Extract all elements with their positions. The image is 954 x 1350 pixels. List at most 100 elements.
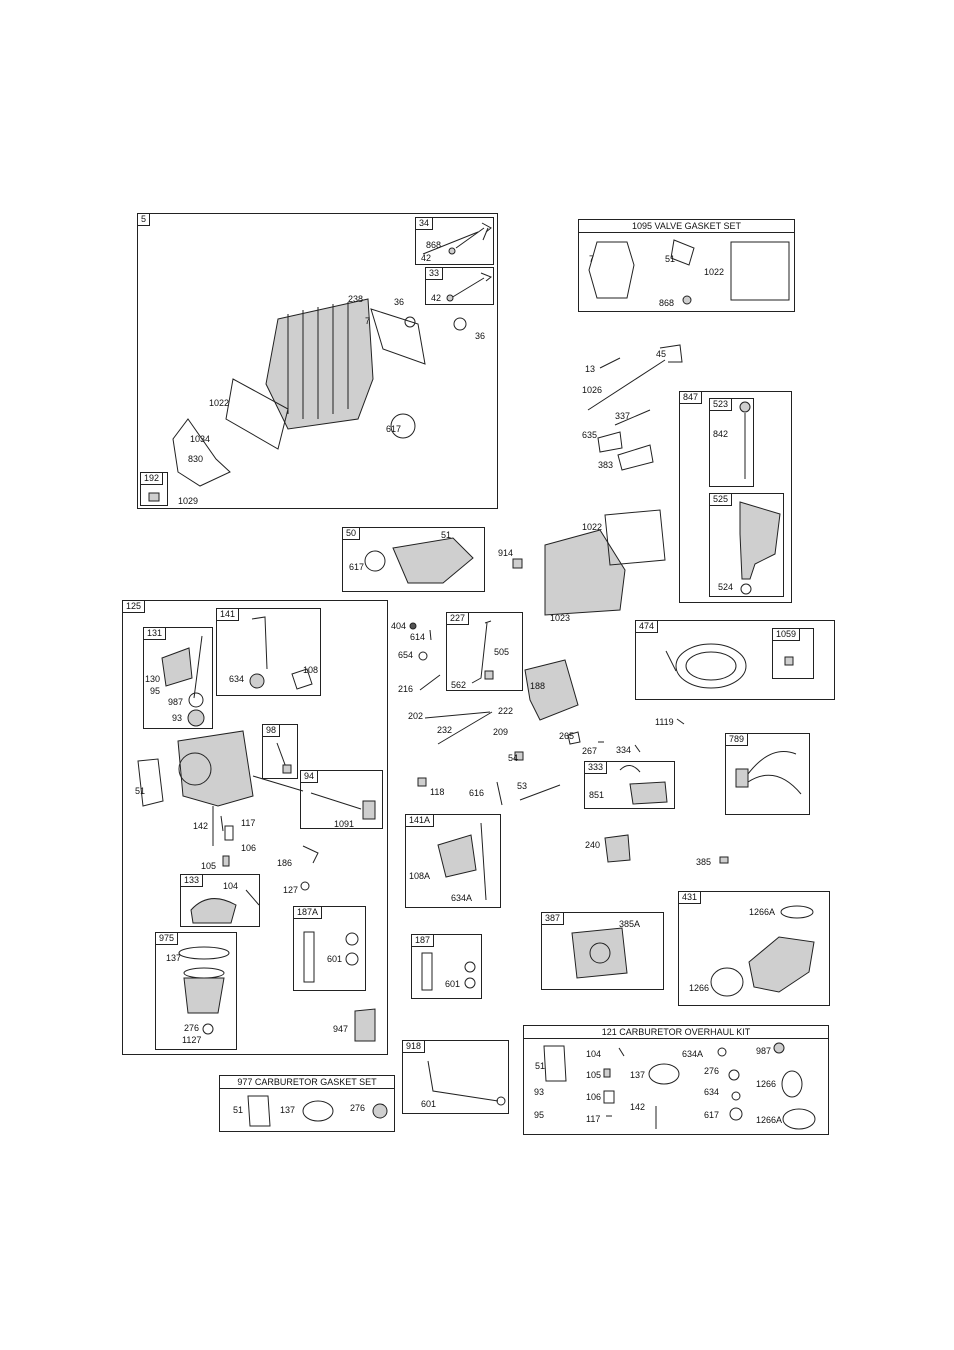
harness-drawing: [735, 751, 802, 795]
idle-screw-drawing: [276, 742, 292, 774]
part-label: 524: [718, 582, 734, 592]
part-label: 276: [350, 1103, 366, 1113]
box-131: 131 130 95 987 93: [143, 627, 213, 729]
part-label: 617: [349, 562, 365, 572]
gasket-set-drawing: [588, 239, 790, 305]
part-label: 601: [327, 954, 343, 964]
part-label: 562: [451, 680, 467, 690]
box-tag: 525: [710, 494, 733, 506]
box-94: 94 1091: [300, 770, 383, 829]
part-label: 987: [756, 1046, 772, 1056]
box-tag: 5: [138, 214, 151, 226]
box-tag: 192: [141, 473, 164, 485]
part-label: 36: [394, 297, 405, 307]
governor-lever-drawing: [471, 620, 494, 684]
part-label: 276: [184, 1023, 200, 1033]
part-label: 7: [589, 254, 595, 264]
air-elbow-drawing: [710, 905, 815, 997]
part-label: 1026: [582, 385, 603, 395]
box-tag: 125: [123, 601, 146, 613]
box-tag: 187: [412, 935, 435, 947]
fuel-line-drawing: [303, 931, 359, 983]
part-label: 1127: [182, 1035, 202, 1045]
part-label: 654: [398, 650, 414, 660]
box-5-cylinder-head: 5 238 36 7 36 1022 1034 830 617 1029: [137, 213, 498, 509]
box-918-fuel-line: 918 601: [402, 1040, 509, 1114]
part-label: 947: [333, 1024, 349, 1034]
part-label: 106: [241, 843, 257, 853]
part-label: 51: [135, 786, 146, 796]
box-tag: 847: [680, 392, 703, 404]
float-drawing: [190, 889, 260, 924]
cylinder-head-drawing: [172, 227, 489, 487]
box-121-carburetor-overhaul-kit: 121 CARBURETOR OVERHAUL KIT 51 104 634A …: [523, 1025, 829, 1135]
gasket-set-drawing: [247, 1095, 388, 1127]
throttle-plate-drawing: [437, 822, 487, 901]
part-label: 383: [598, 460, 614, 470]
part-label: 232: [437, 725, 453, 735]
box-977-carburetor-gasket-set: 977 CARBURETOR GASKET SET 51 137 276: [219, 1075, 395, 1132]
part-label: 1266: [689, 983, 710, 993]
dipstick-tube-drawing: [739, 501, 781, 595]
part-label: 404: [391, 621, 407, 631]
part-label: 95: [150, 686, 161, 696]
box-tag: 918: [403, 1041, 426, 1053]
part-label: 202: [408, 711, 424, 721]
part-label: 104: [586, 1049, 602, 1059]
box-title: 121 CARBURETOR OVERHAUL KIT: [524, 1026, 828, 1039]
part-label: 385A: [619, 919, 641, 929]
box-847-dipstick: 847: [679, 391, 792, 603]
part-label: 1266: [756, 1079, 777, 1089]
part-label: 842: [713, 429, 729, 439]
box-333-module: 333 851: [584, 761, 675, 809]
dipstick-drawing: [739, 401, 751, 479]
box-227: 227 505 562: [446, 612, 523, 691]
part-label: 987: [168, 697, 184, 707]
part-label: 42: [421, 253, 432, 263]
part-label: 93: [172, 713, 183, 723]
part-label: 209: [493, 727, 509, 737]
part-label: 617: [704, 1110, 720, 1120]
part-label: 104: [223, 881, 239, 891]
part-label: 1119: [655, 717, 674, 727]
box-192: 192: [140, 472, 168, 506]
box-tag: 387: [542, 913, 565, 925]
box-975: 975 137 276 1127: [155, 932, 237, 1050]
box-tag: 431: [679, 892, 702, 904]
box-tag: 131: [144, 628, 167, 640]
box-387-fuel-pump: 387 385A: [541, 912, 664, 990]
part-label: 105: [586, 1070, 602, 1080]
part-label: 1022: [704, 267, 725, 277]
box-tag: 94: [301, 771, 319, 783]
part-label: 1091: [334, 819, 355, 829]
throttle-shaft-drawing: [161, 635, 205, 727]
box-125-carburetor: 125 51 142 117 106 105 186 127 947: [122, 600, 388, 1055]
part-label: 106: [586, 1092, 602, 1102]
carburetor-drawing: [137, 730, 376, 1042]
part-label: 1029: [178, 496, 199, 506]
part-label: 238: [348, 294, 364, 304]
box-1059: 1059: [772, 628, 814, 679]
part-label: 13: [585, 364, 596, 374]
intake-manifold-drawing: [364, 537, 474, 584]
box-34-valve: 34 868 42: [415, 217, 494, 265]
part-label: 7: [365, 316, 371, 326]
part-label: 137: [166, 953, 182, 963]
part-label: 142: [193, 821, 209, 831]
part-label: 137: [280, 1105, 296, 1115]
part-label: 334: [616, 745, 632, 755]
box-50-intake: 50 617 51: [342, 527, 485, 592]
part-label: 51: [665, 254, 676, 264]
box-141: 141 634 108: [216, 608, 321, 696]
fuel-line-drawing: [427, 1060, 506, 1106]
box-tag: 1059: [773, 629, 801, 641]
part-label: 95: [534, 1110, 545, 1120]
box-141A: 141A 108A 634A: [405, 814, 501, 908]
part-label: 276: [704, 1066, 720, 1076]
box-187A: 187A 601: [293, 906, 366, 991]
part-label: 601: [421, 1099, 437, 1109]
box-tag: 474: [636, 621, 659, 633]
part-label: 117: [586, 1114, 601, 1124]
